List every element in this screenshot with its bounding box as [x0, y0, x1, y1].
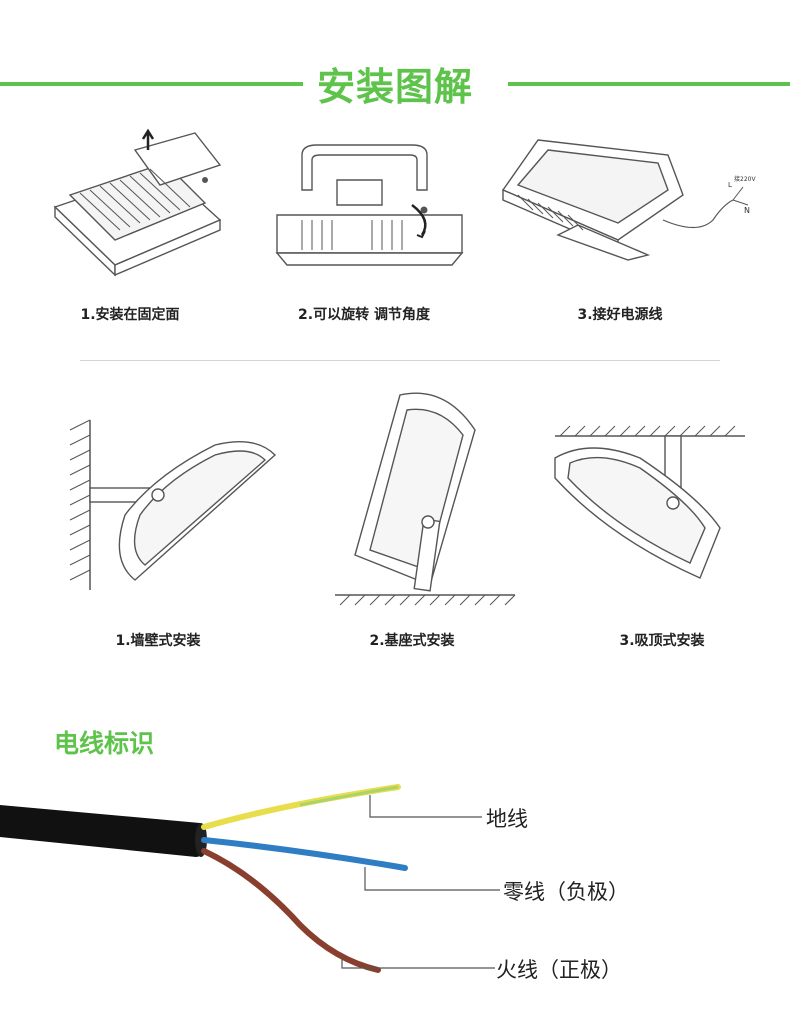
header-rule-right	[508, 82, 790, 86]
mount-1-label: 1.墙壁式安装	[115, 633, 201, 649]
step2-illustration	[275, 144, 464, 266]
section-divider	[80, 360, 720, 361]
mount-2-label: 2.基座式安装	[369, 633, 455, 649]
wire-mini-voltage: 接220V	[734, 175, 756, 183]
live-wire-label: 火线（正极）	[496, 958, 622, 982]
step3-illustration: L N 接220V	[501, 139, 756, 261]
neutral-wire	[201, 837, 408, 871]
step-3-label: 3.接好电源线	[577, 307, 663, 323]
mount-3-label: 3.吸顶式安装	[619, 633, 705, 649]
header-rule-left	[0, 82, 305, 86]
neutral-wire-label: 零线（负极）	[503, 880, 629, 904]
wire-mini-l: L	[728, 181, 732, 189]
base-mount-illustration	[335, 392, 516, 606]
wire-mini-n: N	[744, 206, 750, 215]
step-1-label: 1.安装在固定面	[80, 307, 180, 323]
ceiling-mount-illustration	[554, 425, 745, 579]
wire-section-title: 电线标识	[54, 729, 155, 758]
step-2-label: 2.可以旋转 调节角度	[298, 307, 430, 323]
earth-wire-label: 地线	[486, 807, 528, 831]
live-wire	[201, 848, 381, 973]
page-title: 安装图解	[0, 56, 790, 111]
wall-mount-illustration	[69, 419, 277, 590]
step1-illustration	[53, 128, 222, 277]
cable-illustration	[0, 784, 500, 973]
